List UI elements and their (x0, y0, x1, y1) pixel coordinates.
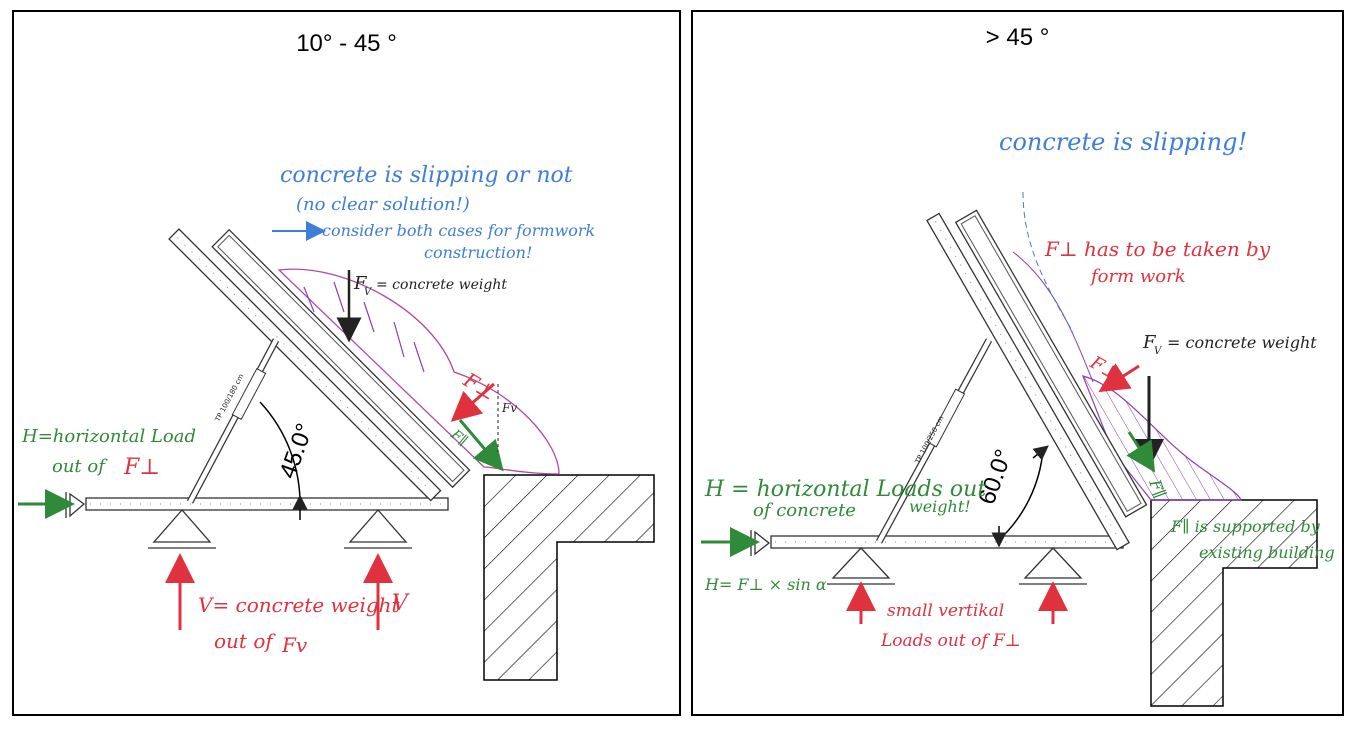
svg-text:V: V (1154, 346, 1163, 357)
concrete-outline-left (277, 268, 560, 475)
end-stop-left (65, 492, 86, 518)
fv-text-left: = concrete weight (376, 277, 507, 293)
fv-label-left: F (353, 273, 368, 294)
svg-text:Fv: Fv (501, 401, 517, 415)
svg-text:existing building: existing building (1199, 543, 1335, 562)
strut-tag-right: TP 100/250 cm (913, 414, 945, 465)
note-slipping-right: concrete is slipping! (999, 128, 1247, 156)
fperp-label-left: F⊥ (459, 367, 500, 405)
fpar-supported-right: F∥ is supported by (1170, 517, 1321, 536)
svg-text:weight!: weight! (909, 497, 971, 516)
panel-10-45-degrees: 10° - 45 ° (12, 10, 681, 716)
support-right-2 (1019, 547, 1087, 585)
horizontal-beam-left (85, 497, 449, 511)
h-label-left: H=horizontal Load (21, 426, 196, 447)
svg-text:Fv: Fv (281, 633, 308, 657)
slipping-path-right (1022, 191, 1074, 333)
existing-wall-left (483, 474, 655, 681)
fperp-arrow-left (450, 382, 495, 422)
panel-title-left: 10° - 45 ° (296, 30, 397, 57)
fperp-arrow-right (1098, 363, 1140, 393)
note-no-solution: (no clear solution!) (296, 194, 470, 215)
panel-over-45-degrees: > 45 ° (691, 10, 1344, 716)
diagram-left: TP 100/180 cm 45.0° F V = concrete weigh… (18, 163, 655, 681)
support-left-1 (148, 509, 216, 549)
concrete-hatch-left (303, 281, 425, 373)
angle-arc-right (998, 449, 1044, 541)
horizontal-beam-right (770, 535, 1124, 549)
svg-text:Loads out of F⊥: Loads out of F⊥ (880, 631, 1021, 651)
existing-wall-right (1150, 499, 1318, 707)
note-slipping-left: concrete is slipping or not (280, 163, 573, 188)
svg-text:out of: out of (52, 456, 108, 477)
formwork-panel-left (168, 228, 471, 502)
h-formula-right: H= F⊥ × sin α (704, 575, 827, 594)
fpar-arrow-right (1126, 431, 1156, 473)
angle-label-left: 45.0° (274, 420, 319, 482)
v-label-left: V= concrete weight (198, 593, 401, 617)
h-label-right: H = horizontal Loads out (704, 477, 986, 502)
fv-text-right: F (1142, 332, 1157, 353)
small-loads-right: small vertikal (887, 601, 1004, 621)
fpar-arrow-left (458, 419, 504, 472)
formwork-panel-right (926, 209, 1148, 551)
note-consider: consider both cases for formwork (322, 221, 595, 240)
svg-text:= concrete weight: = concrete weight (1167, 333, 1317, 352)
end-stop-right (750, 530, 771, 556)
fperp-note-right: F⊥ has to be taken by (1044, 237, 1271, 261)
v-right-label-left: V (392, 591, 410, 616)
svg-text:form work: form work (1089, 266, 1186, 287)
h-fperp-left: F⊥ (123, 455, 160, 480)
diagonal-strut-left: TP 100/180 cm (186, 338, 280, 504)
svg-text:out of: out of (214, 629, 276, 653)
svg-text:V: V (364, 287, 373, 298)
diagram-right: TP 100/250 cm 60.0° concrete is slipping… (701, 128, 1335, 707)
concrete-right (1082, 375, 1242, 501)
panel-title-right: > 45 ° (985, 24, 1050, 51)
svg-text:of concrete: of concrete (753, 500, 856, 521)
support-left-2 (344, 509, 412, 549)
note-construction: construction! (424, 243, 532, 262)
support-right-1 (827, 547, 895, 585)
